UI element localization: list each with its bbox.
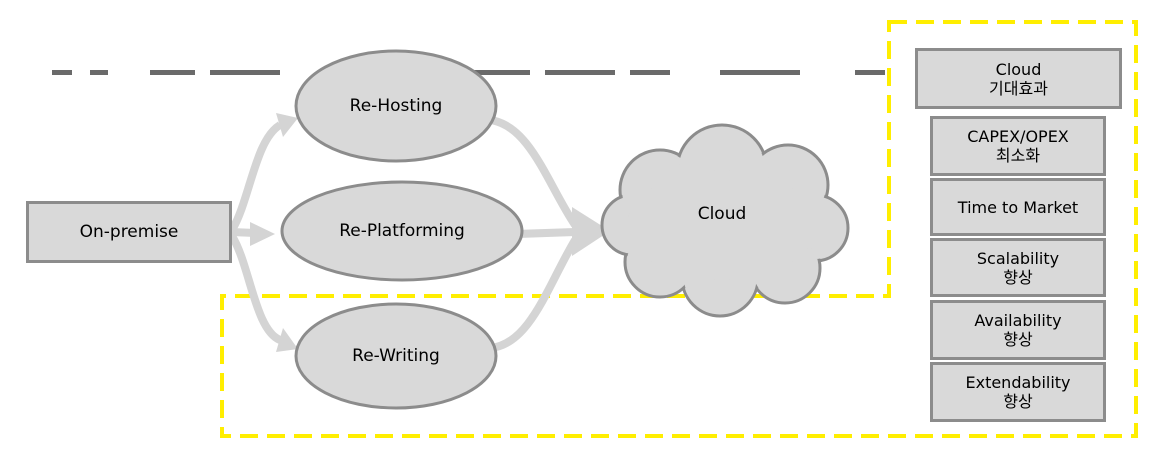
node-cloud-fill bbox=[604, 127, 846, 314]
benefit-item-scalability: Scalability 향상 bbox=[930, 238, 1106, 297]
highlight-dashed-outline bbox=[220, 20, 1138, 438]
arrowhead-replatforming bbox=[250, 222, 275, 246]
benefit-item-capex-opex: CAPEX/OPEX 최소화 bbox=[930, 116, 1106, 176]
node-re-hosting-shape bbox=[294, 49, 498, 163]
node-re-platforming-shape bbox=[280, 180, 524, 282]
arrow-onprem-rehosting bbox=[228, 121, 283, 233]
benefit-item-line1: Scalability bbox=[976, 248, 1060, 268]
benefit-item-line1: CAPEX/OPEX bbox=[967, 127, 1069, 146]
faded-text-strip bbox=[52, 70, 885, 75]
benefit-item-time-to-market: Time to Market bbox=[930, 178, 1106, 236]
benefits-header: Cloud 기대효과 bbox=[915, 48, 1122, 109]
benefits-header-line2: 기대효과 bbox=[989, 78, 1048, 98]
arrow-rehosting-cloud bbox=[489, 116, 579, 228]
benefit-item-line1: Availability bbox=[974, 311, 1062, 330]
node-on-premise: On-premise bbox=[26, 201, 232, 263]
arrow-onprem-rewriting bbox=[228, 233, 283, 344]
benefit-item-line1: Extendability bbox=[965, 373, 1071, 392]
benefit-item-line1: Time to Market bbox=[957, 197, 1079, 217]
benefit-item-line2: 향상 bbox=[1003, 267, 1033, 287]
benefit-item-line2: 최소화 bbox=[995, 146, 1041, 165]
node-on-premise-label: On-premise bbox=[79, 221, 179, 242]
benefit-item-extendability: Extendability 향상 bbox=[930, 362, 1106, 422]
benefits-header-line1: Cloud bbox=[995, 59, 1042, 79]
benefit-item-availability: Availability 향상 bbox=[930, 300, 1106, 360]
arrowhead-group bbox=[250, 113, 610, 352]
node-re-writing-shape bbox=[294, 302, 498, 410]
connector-group bbox=[228, 116, 579, 352]
arrowhead-rehosting bbox=[276, 113, 298, 137]
arrowhead-rewriting bbox=[276, 328, 298, 352]
benefit-item-line2: 향상 bbox=[1003, 392, 1033, 411]
arrow-rewriting-cloud bbox=[489, 237, 579, 352]
arrowhead-cloud bbox=[572, 207, 610, 256]
benefit-item-line2: 향상 bbox=[1003, 330, 1033, 349]
